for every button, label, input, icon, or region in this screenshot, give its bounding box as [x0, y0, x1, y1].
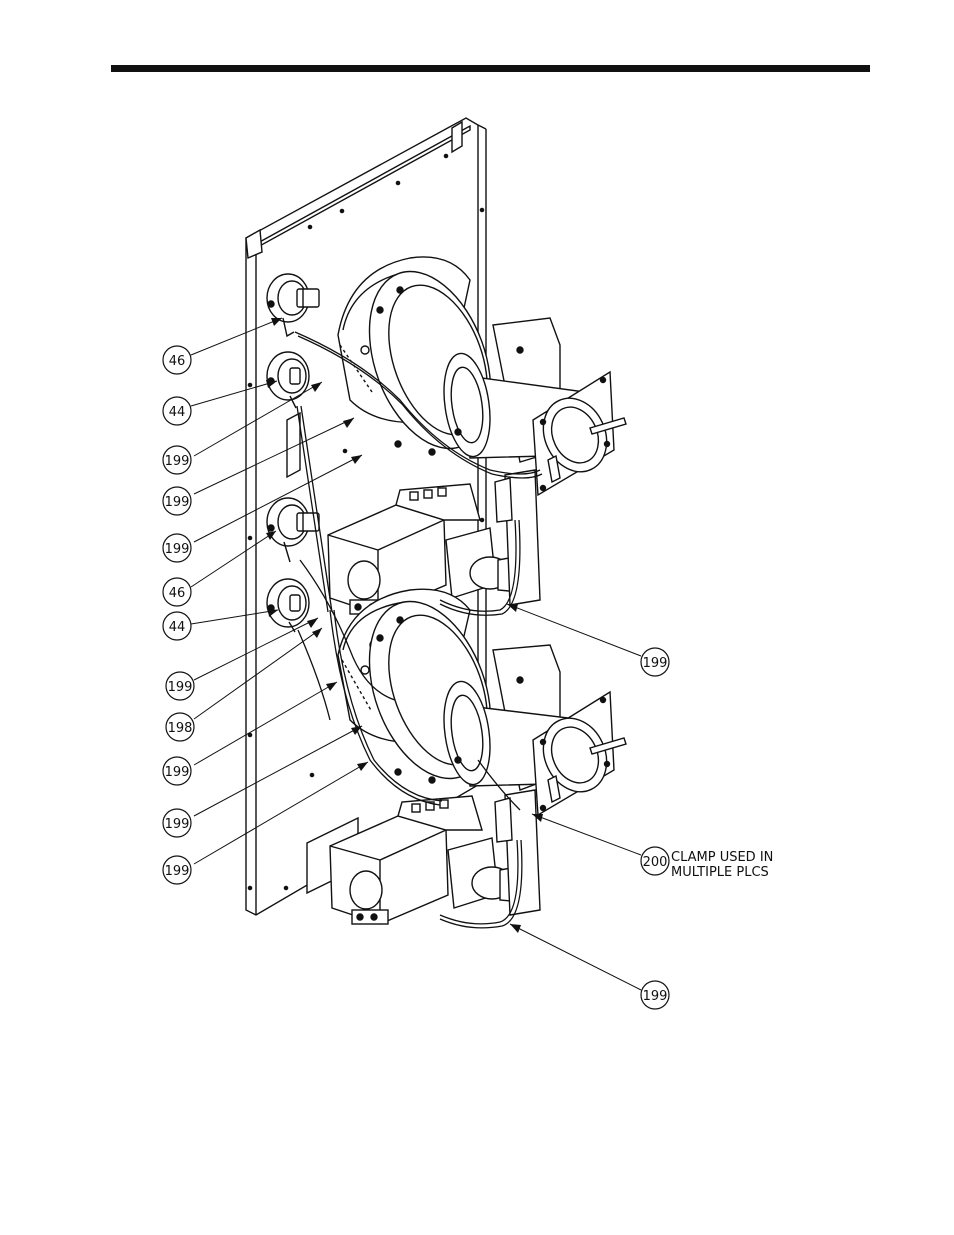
- callout-label: 199: [643, 989, 668, 1004]
- callout-label: 199: [165, 765, 190, 780]
- leader-200: [532, 814, 641, 855]
- callout-label: 199: [643, 656, 668, 671]
- callout-label: 199: [165, 542, 190, 557]
- callout-label: 46: [169, 354, 186, 369]
- callout-label: 200: [643, 855, 668, 870]
- callout-label: 44: [169, 620, 186, 635]
- callout-label: 199: [165, 454, 190, 469]
- callout-label: 46: [169, 586, 186, 601]
- callout-label: 199: [165, 495, 190, 510]
- callout-label: 198: [168, 721, 193, 736]
- callout-label: 44: [169, 405, 186, 420]
- leader-199-i: [510, 924, 641, 990]
- clamp-note-line-1: CLAMP USED IN: [671, 850, 773, 865]
- callout-label: 199: [168, 680, 193, 695]
- clamp-note: CLAMP USED IN MULTIPLE PLCS: [671, 850, 773, 880]
- callout-label: 199: [165, 864, 190, 879]
- callout-label: 199: [165, 817, 190, 832]
- clamp-note-line-2: MULTIPLE PLCS: [671, 865, 769, 880]
